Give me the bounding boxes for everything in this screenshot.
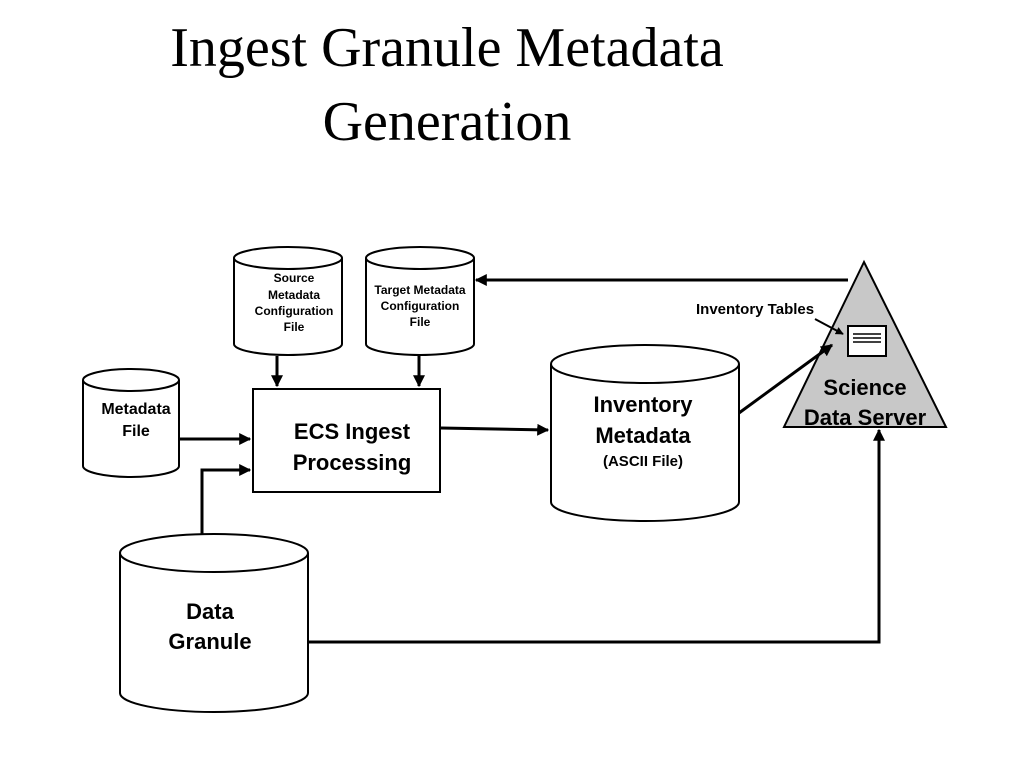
science-server-label-1: Science [823,375,906,400]
inventory-metadata-label-1: Inventory [593,392,693,417]
target-config-label-3: File [410,315,431,329]
ecs-ingest-label-2: Processing [293,450,412,475]
science-data-server-node: Science Data Server [782,259,948,430]
metadata-file-label-1: Metadata [101,401,170,418]
target-config-label-2: Configuration [381,299,460,313]
source-config-label-4: File [284,320,305,334]
inventory-metadata-node: Inventory Metadata (ASCII File) [550,344,740,522]
ecs-ingest-processing-node: ECS Ingest Processing [252,388,441,493]
edge-data-granule-to-ecs [200,464,252,534]
ecs-ingest-label-1: ECS Ingest [294,419,411,444]
source-config-label-3: Configuration [255,304,334,318]
target-config-file-node: Target Metadata Configuration File [365,246,475,356]
diagram-title-line2: Generation [323,91,572,153]
data-granule-label-1: Data [186,599,234,624]
inventory-tables-label: Inventory Tables [696,301,814,318]
edge-data-granule-to-server [308,428,885,644]
metadata-file-node: Metadata File [82,368,180,478]
diagram-title-line1: Ingest Granule Metadata [170,17,724,79]
edge-inventory-tables-pointer [814,318,844,335]
source-config-label-1: Source [274,271,315,285]
edge-ecs-to-inventory-metadata [440,423,550,436]
target-config-label-1: Target Metadata [374,283,465,297]
source-config-label-2: Metadata [268,288,320,302]
inventory-tables-icon [847,325,887,357]
science-server-label-2: Data Server [804,405,927,430]
metadata-file-label-2: File [122,423,150,440]
inventory-metadata-sublabel: (ASCII File) [603,453,683,470]
edge-inventory-metadata-to-server [738,343,833,415]
edges [179,274,885,644]
inventory-metadata-label-2: Metadata [595,423,691,448]
data-granule-node: Data Granule [119,533,309,713]
data-granule-label-2: Granule [168,629,251,654]
source-config-file-node: Source Metadata Configuration File [233,246,343,356]
